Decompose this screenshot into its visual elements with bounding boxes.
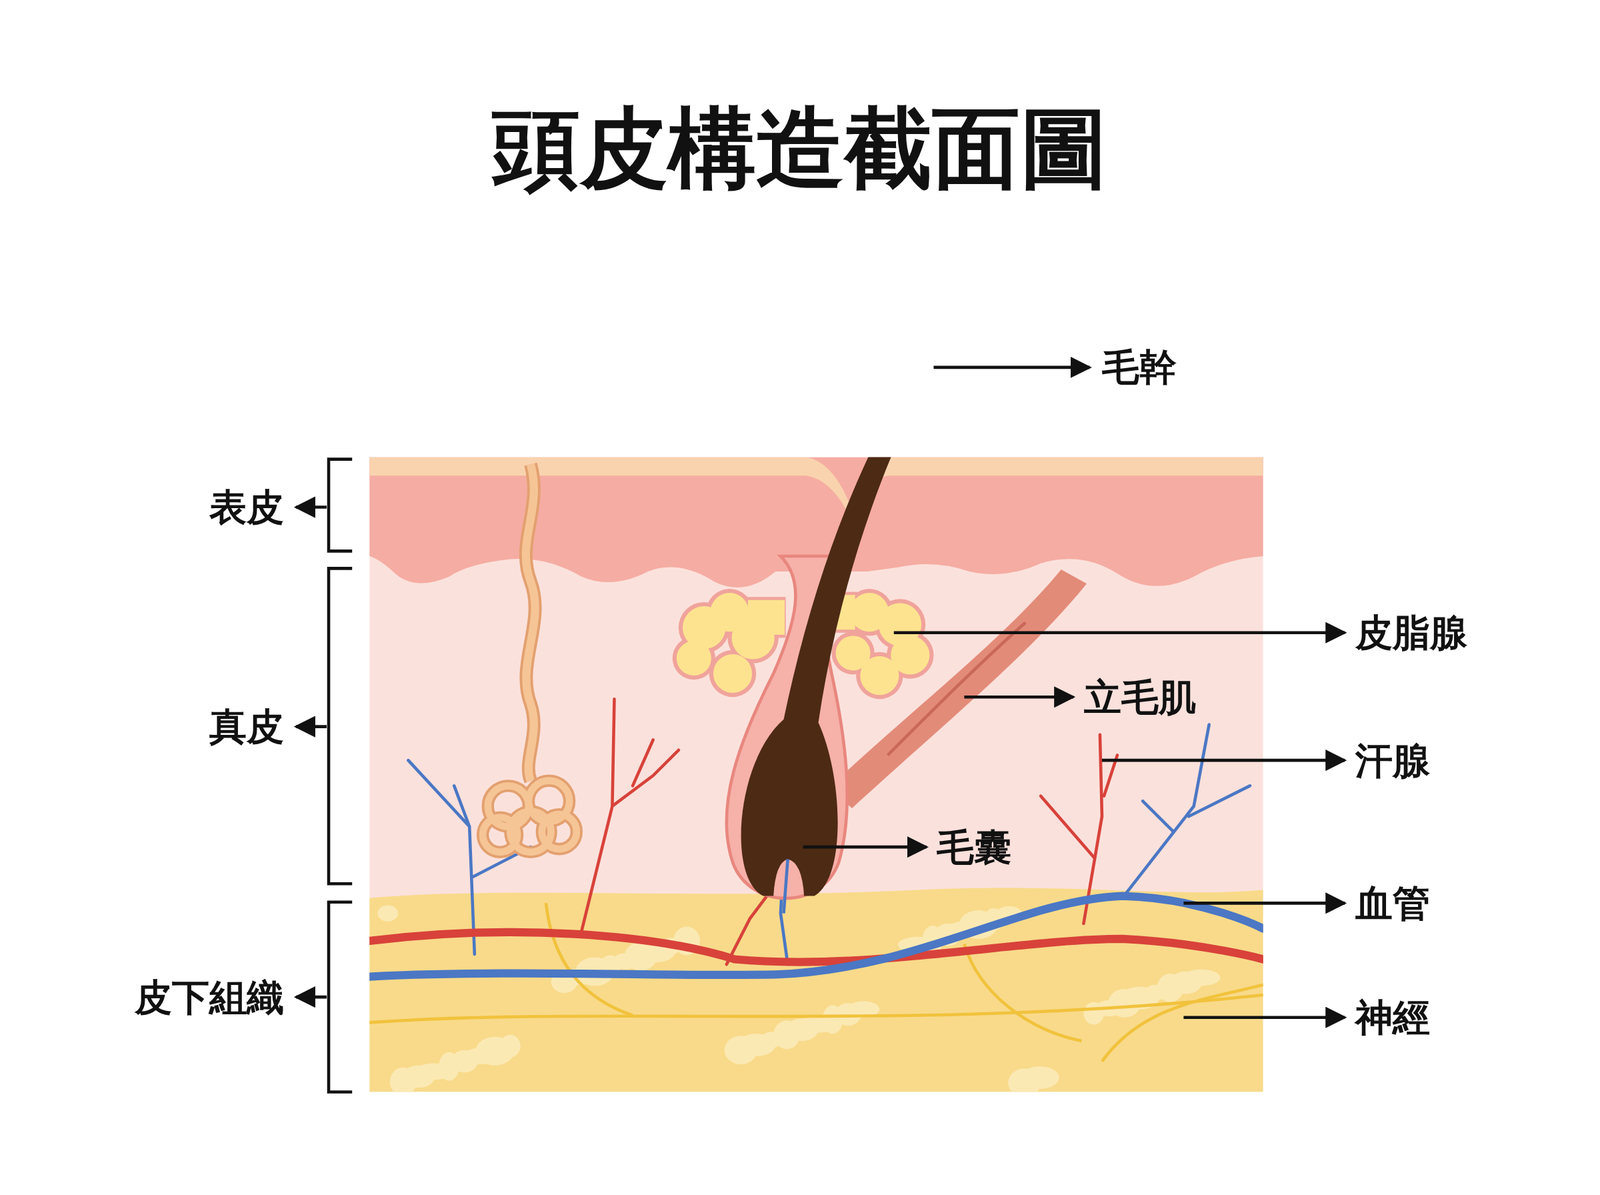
papilla xyxy=(784,859,788,914)
sweat-gland xyxy=(482,464,577,852)
leader-line xyxy=(803,367,1346,1018)
diagram-title: 頭皮構造截面圖 xyxy=(492,104,1108,192)
arrector-muscle-center xyxy=(888,622,1026,755)
nerve xyxy=(369,902,1264,1061)
part-label: 皮下組織 xyxy=(134,976,284,1018)
part-label: 毛幹 xyxy=(1102,346,1177,388)
fat-cell xyxy=(1181,969,1220,986)
layer-bracket xyxy=(296,459,352,1092)
part-label: 血管 xyxy=(1355,882,1430,924)
part-label: 真皮 xyxy=(209,706,284,748)
fat-cell xyxy=(1020,1066,1060,1089)
part-label: 立毛肌 xyxy=(1084,676,1196,718)
hair xyxy=(741,457,1013,896)
subcutaneous xyxy=(369,887,1264,1092)
arrector-muscle xyxy=(828,569,1087,808)
fat-cell xyxy=(500,1034,521,1058)
skin-surface xyxy=(369,457,1264,516)
part-label: 汗腺 xyxy=(1355,740,1430,782)
part-label: 皮脂腺 xyxy=(1355,612,1468,654)
part-label: 神經 xyxy=(1355,996,1430,1038)
fat-cell xyxy=(377,904,398,921)
part-label: 毛囊 xyxy=(936,826,1012,868)
part-label: 表皮 xyxy=(209,486,284,528)
